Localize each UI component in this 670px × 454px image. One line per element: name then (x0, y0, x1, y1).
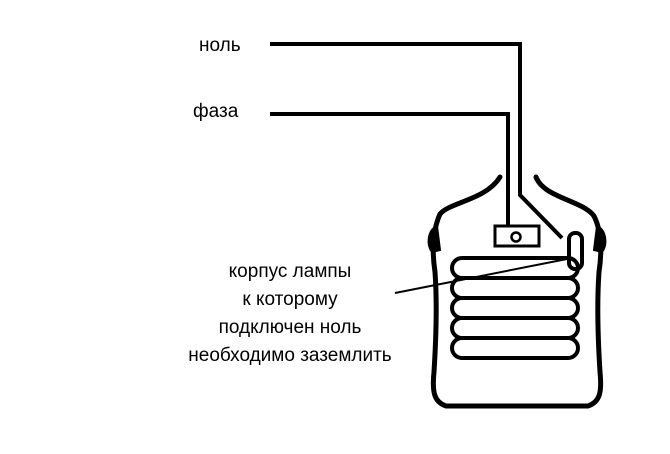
right-mount-clip (592, 224, 607, 254)
coil-turn (450, 336, 580, 360)
neutral-wire (270, 42, 564, 240)
coil-turn (450, 276, 580, 300)
heating-coil (450, 256, 580, 360)
note-line-2: к которому (242, 289, 338, 310)
note-line-3: подключен ноль (218, 317, 362, 338)
socket-neck-right (533, 174, 597, 219)
grounding-note: корпус лампы к которому подключен ноль н… (150, 258, 430, 370)
note-leader-line (394, 257, 573, 294)
coil-turn (450, 296, 580, 320)
phase-label: фаза (193, 101, 239, 122)
socket-neck-left (437, 174, 503, 217)
neutral-label: ноль (199, 35, 241, 56)
phase-wire (270, 112, 510, 234)
terminal-screw (510, 231, 522, 243)
note-line-1: корпус лампы (228, 261, 352, 282)
coil-turn (450, 316, 580, 340)
lamp-housing (430, 212, 604, 409)
left-mount-clip (427, 224, 442, 254)
note-line-4: необходимо заземлить (188, 345, 392, 366)
